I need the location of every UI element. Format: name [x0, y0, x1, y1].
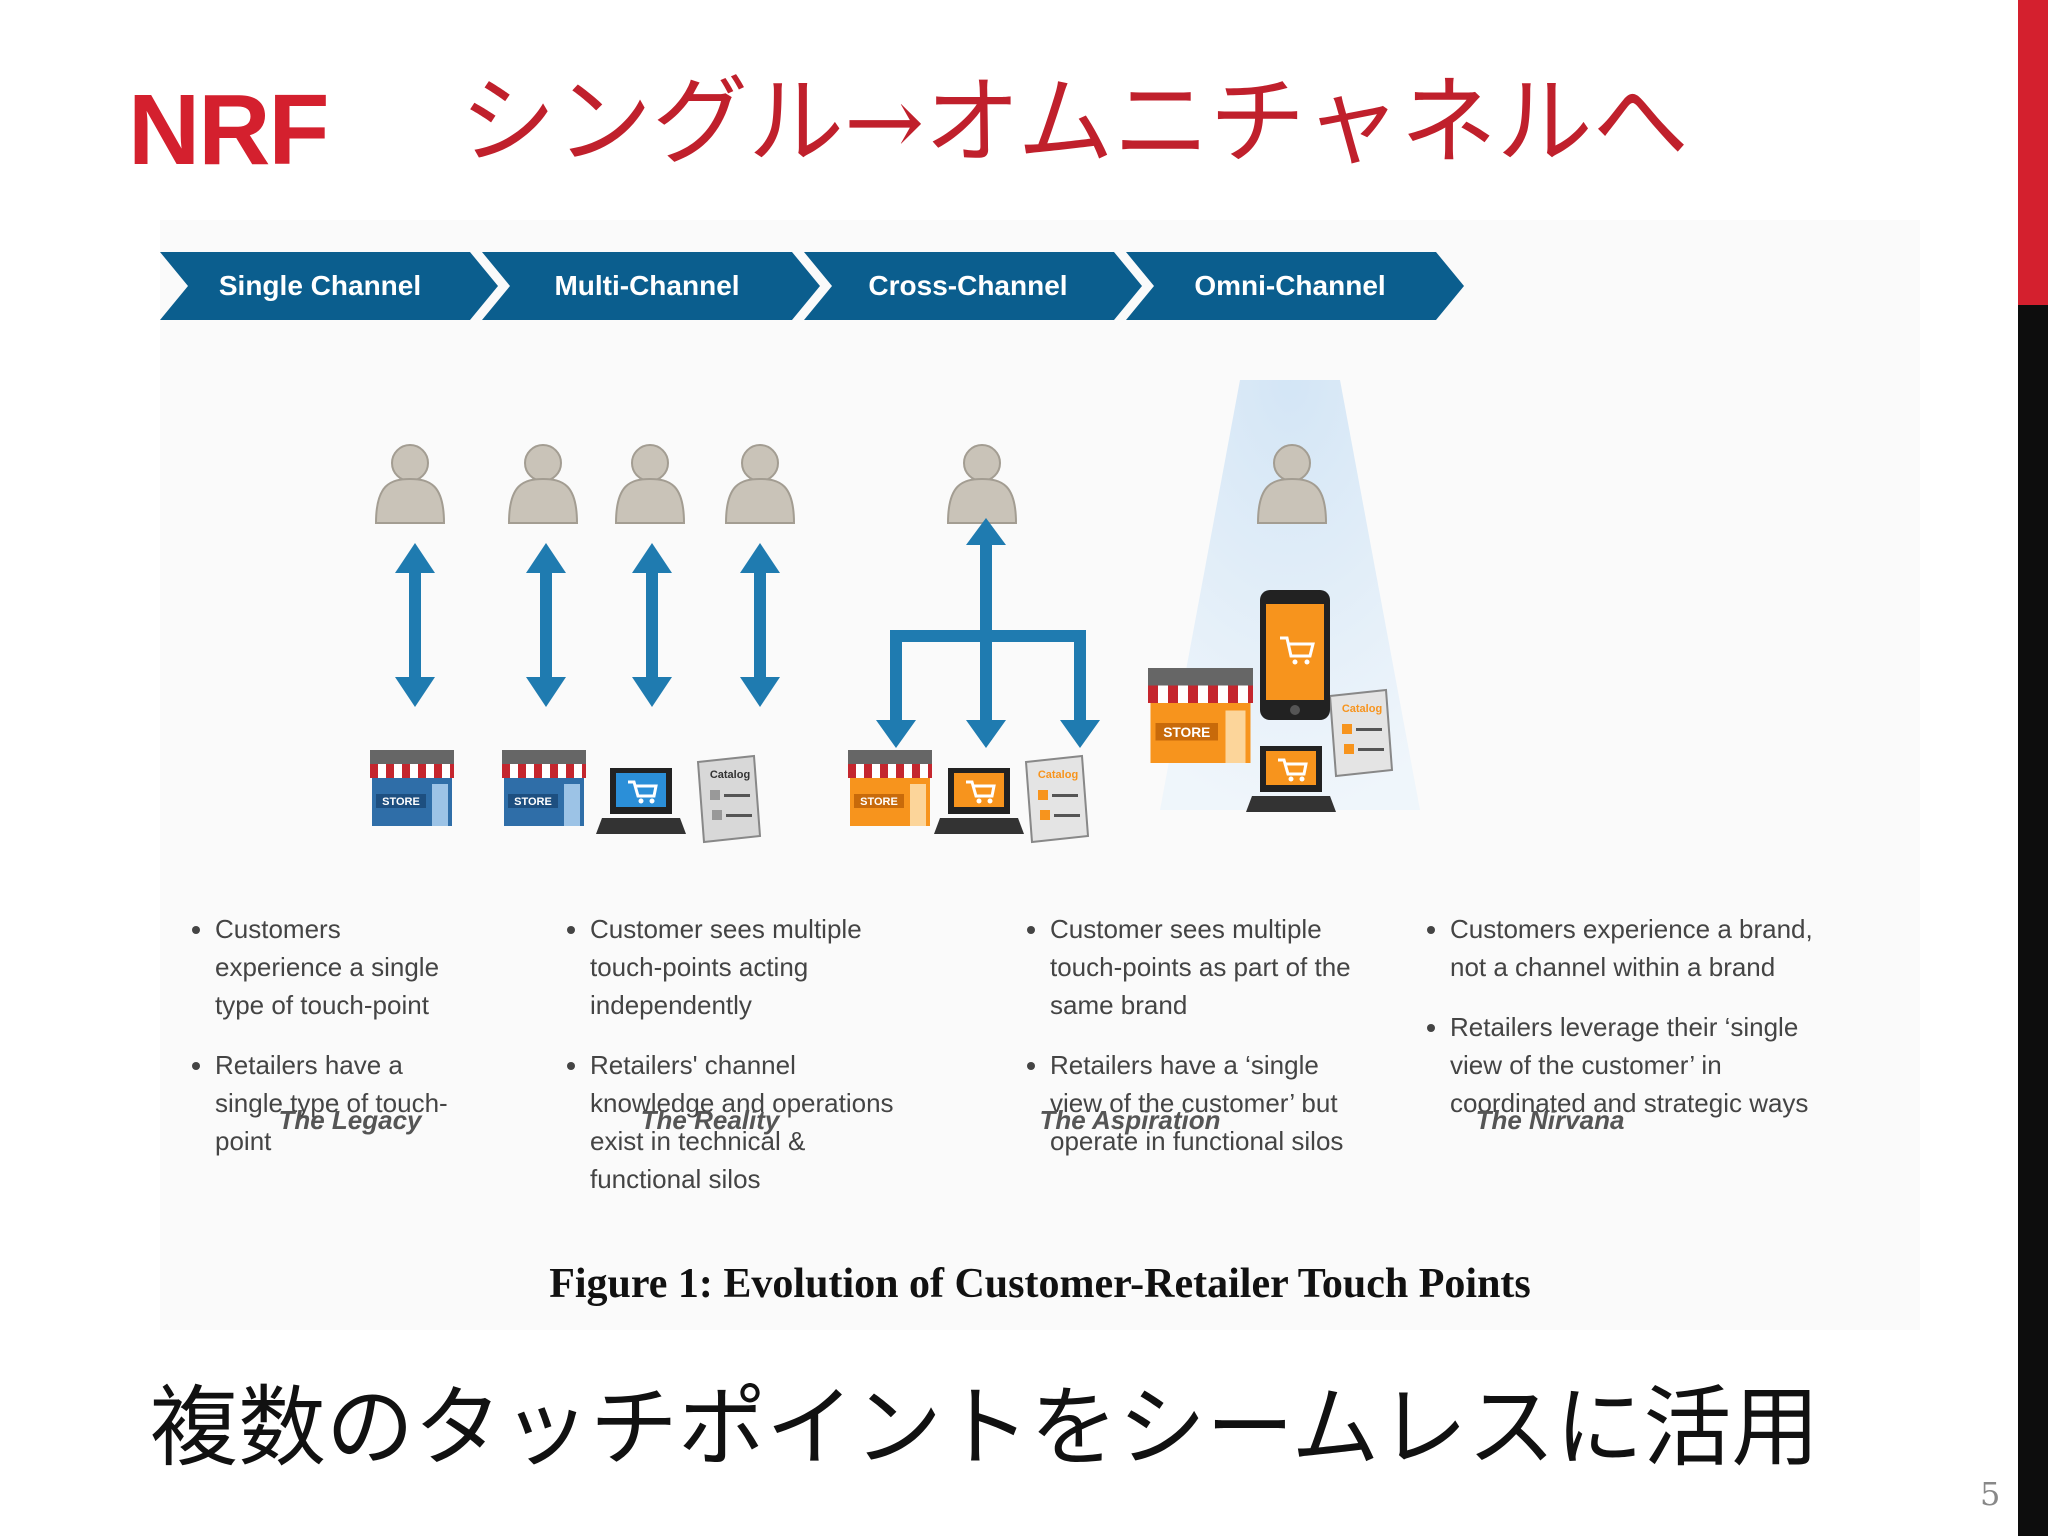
- stage-name-cross: Cross-Channel: [868, 270, 1067, 301]
- nrf-logo: NRF: [128, 74, 330, 186]
- customer-icon: [615, 444, 685, 524]
- smartphone-icon: [1260, 590, 1330, 720]
- catalog-label: Catalog: [1038, 769, 1078, 781]
- side-accent-red: [2018, 0, 2048, 305]
- bidirectional-arrow-icon: [395, 543, 435, 707]
- figure-graphics: Single Channel Multi-Channel Cross-Chann…: [160, 252, 1464, 844]
- store-sign: STORE: [514, 796, 552, 808]
- bullet-item: Retailers leverage their ‘single view of…: [1450, 1008, 1830, 1122]
- stage-banner-omni: [1126, 252, 1464, 320]
- bidirectional-arrow-icon: [526, 543, 566, 707]
- stage-name-omni: Omni-Channel: [1194, 270, 1385, 301]
- bullet-item: Customer sees multiple touch-points acti…: [590, 910, 920, 1024]
- computer-icon: [1246, 746, 1336, 812]
- slide-title: シングル→オムニチャネルへ: [460, 66, 1689, 178]
- bullet-item: Customer sees multiple touch-points as p…: [1050, 910, 1370, 1024]
- stage-name-multi: Multi-Channel: [554, 270, 739, 301]
- stage-caption: The Nirvana: [1475, 1105, 1625, 1135]
- catalog-icon: Catalog: [1328, 688, 1394, 778]
- bullet-item: Retailers have a single type of touch-po…: [215, 1046, 455, 1160]
- customer-icon: [947, 444, 1017, 524]
- bidirectional-arrow-icon: [740, 543, 780, 707]
- customer-icon: [375, 444, 445, 524]
- computer-icon: [596, 768, 686, 834]
- store-icon: STORE: [848, 750, 932, 826]
- bidirectional-arrow-icon: [632, 543, 672, 707]
- touchpoint-evolution-figure: Single Channel Multi-Channel Cross-Chann…: [160, 220, 1920, 1330]
- stage-caption: The Legacy: [278, 1105, 422, 1135]
- slide-subtitle: 複数のタッチポイントをシームレスに活用: [150, 1376, 1820, 1479]
- store-icon: STORE: [502, 750, 586, 826]
- bullet-item: Customers experience a single type of to…: [215, 910, 455, 1024]
- store-sign: STORE: [860, 796, 898, 808]
- bullets-omni: Customers experience a brand, not a chan…: [1430, 910, 1830, 1144]
- stage-caption: The Aspiration: [1039, 1105, 1221, 1135]
- page-number: 5: [1980, 1475, 2001, 1513]
- bullet-item: Retailers have a ‘single view of the cus…: [1050, 1046, 1370, 1160]
- bullets-single: Customers experience a single type of to…: [195, 910, 455, 1182]
- bullet-item: Retailers' channel knowledge and operati…: [590, 1046, 920, 1198]
- store-icon: STORE: [370, 750, 454, 826]
- stage-banner-single: [160, 252, 498, 320]
- customer-icon: [508, 444, 578, 524]
- store-sign: STORE: [382, 796, 420, 808]
- catalog-icon: Catalog: [1024, 754, 1090, 844]
- catalog-label: Catalog: [710, 769, 750, 781]
- branching-arrow-icon: [876, 518, 1100, 748]
- stage-banner-multi: [482, 252, 820, 320]
- bullet-item: Customers experience a brand, not a chan…: [1450, 910, 1830, 986]
- stage-banner-cross: [804, 252, 1142, 320]
- store-sign: STORE: [1163, 725, 1210, 740]
- stage-caption: The Reality: [640, 1105, 780, 1135]
- catalog-label: Catalog: [1342, 703, 1382, 715]
- bullets-cross: Customer sees multiple touch-points as p…: [1030, 910, 1370, 1182]
- catalog-icon: Catalog: [696, 754, 762, 844]
- figure-title: Figure 1: Evolution of Customer-Retailer…: [549, 1261, 1531, 1307]
- customer-icon: [725, 444, 795, 524]
- store-icon: STORE: [1148, 668, 1253, 763]
- stage-name-single: Single Channel: [219, 270, 421, 301]
- bullets-multi: Customer sees multiple touch-points acti…: [570, 910, 920, 1220]
- computer-icon: [934, 768, 1024, 834]
- side-accent-black: [2018, 305, 2048, 1536]
